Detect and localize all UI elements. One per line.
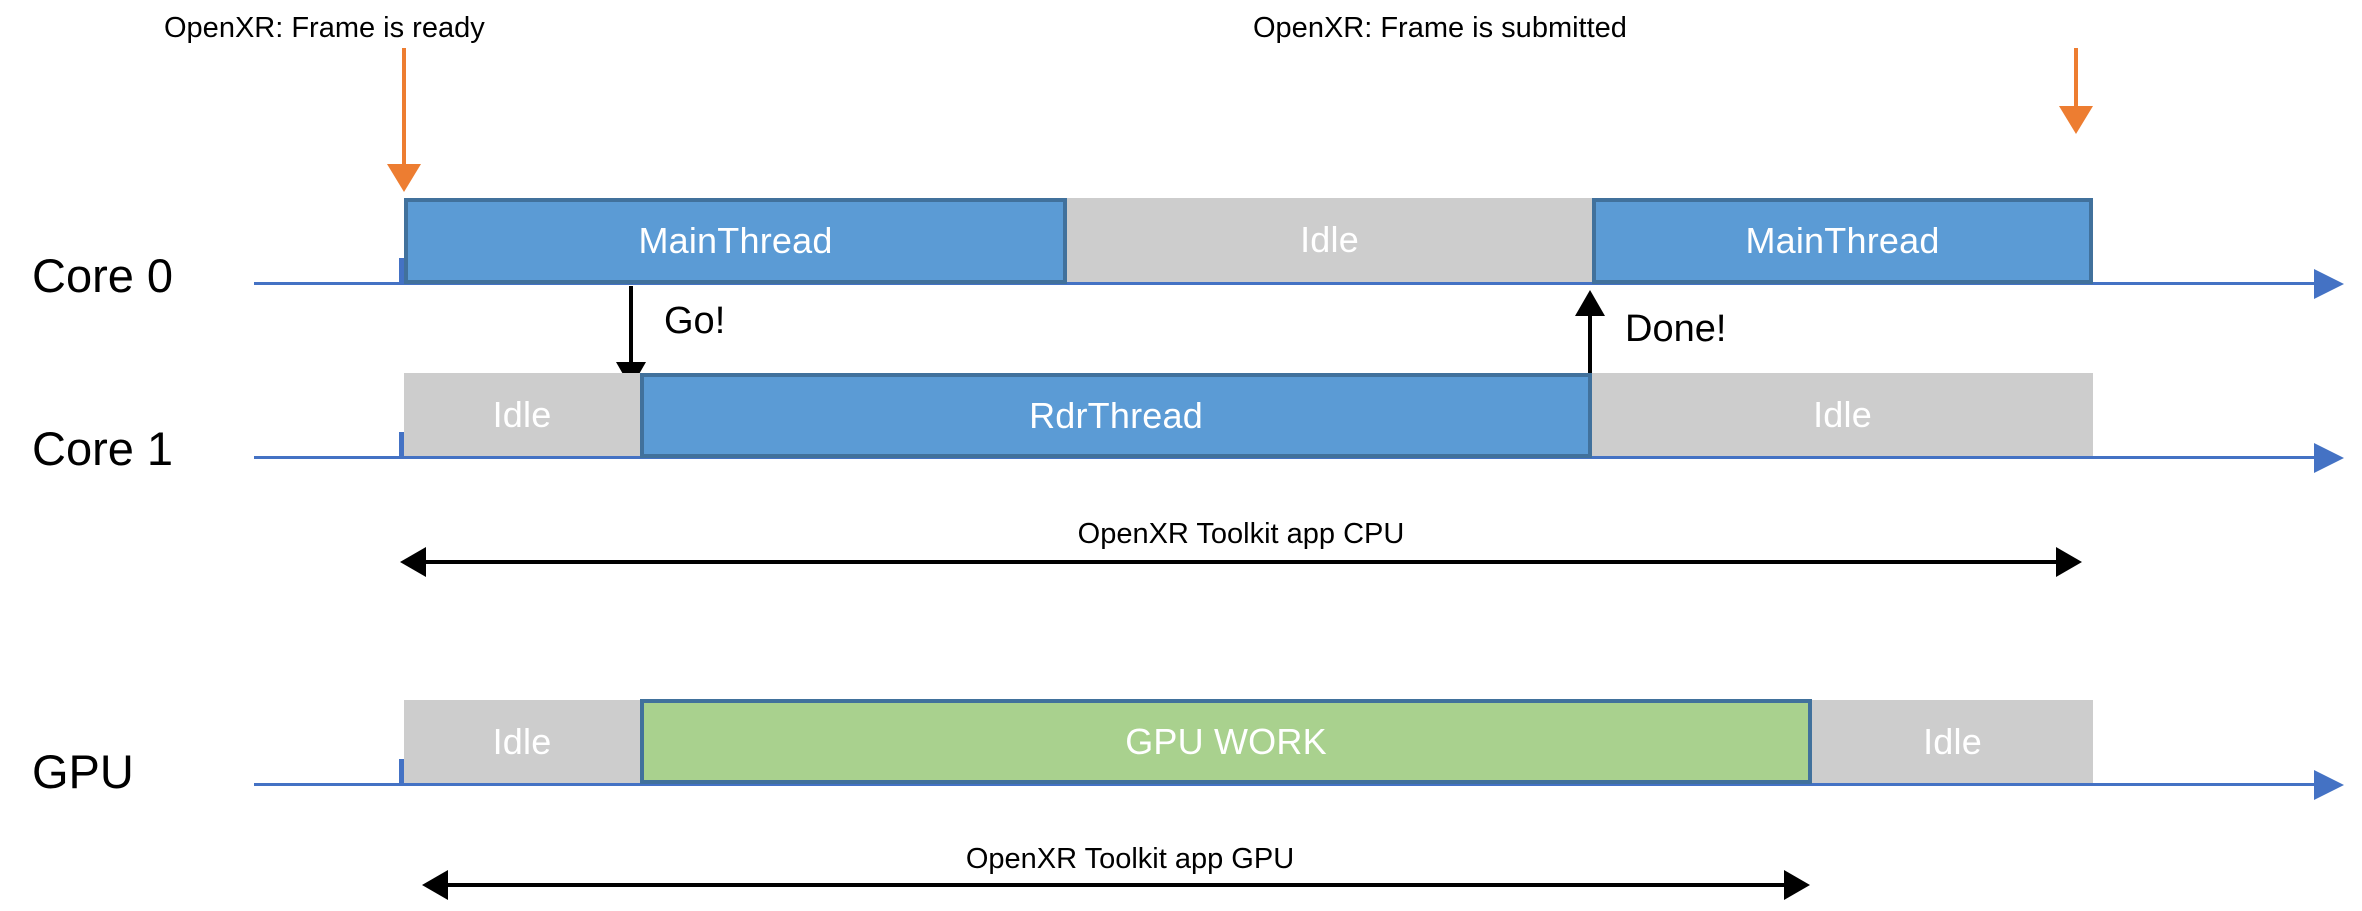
event-label-frame-ready: OpenXR: Frame is ready (164, 12, 485, 44)
axis-arrowhead-core0 (2314, 269, 2344, 299)
block-gpu-idle-1: Idle (404, 700, 640, 783)
tick-core0-start (399, 258, 406, 284)
block-label: RdrThread (1029, 394, 1203, 436)
block-core0-mainthread-2: MainThread (1592, 198, 2093, 284)
axis-line-core0 (254, 282, 2314, 285)
block-label: Idle (1300, 219, 1359, 260)
signal-stem-done (1588, 316, 1592, 378)
span-arrowhead-right-cpu (2056, 547, 2082, 577)
event-label-frame-submitted: OpenXR: Frame is submitted (1253, 12, 1627, 44)
block-gpu-work: GPU WORK (640, 699, 1812, 784)
row-label-core0: Core 0 (32, 249, 174, 302)
block-core1-idle-2: Idle (1592, 373, 2093, 456)
block-core0-mainthread-1: MainThread (404, 198, 1067, 284)
row-label-gpu: GPU (32, 745, 134, 798)
signal-arrowhead-done (1575, 290, 1605, 316)
signal-stem-go (629, 286, 633, 366)
event-stem-frame-submitted (2074, 48, 2078, 108)
event-arrowhead-frame-submitted (2059, 106, 2093, 134)
block-label: MainThread (638, 220, 833, 261)
span-line-cpu (424, 560, 2060, 564)
row-label-core1: Core 1 (32, 422, 174, 475)
axis-line-gpu (254, 783, 2314, 786)
span-arrowhead-left-cpu (400, 547, 426, 577)
signal-label-go: Go! (664, 300, 726, 342)
block-label: Idle (492, 720, 552, 762)
block-label: Idle (1923, 720, 1982, 762)
block-core1-rdrthread: RdrThread (640, 373, 1592, 458)
signal-label-done: Done! (1625, 308, 1727, 350)
block-core1-idle-1: Idle (404, 373, 640, 456)
block-gpu-idle-2: Idle (1812, 700, 2093, 783)
event-arrowhead-frame-ready (387, 164, 421, 192)
block-core0-idle-1: Idle (1067, 198, 1592, 282)
span-arrowhead-left-gpu (422, 870, 448, 900)
span-label-cpu: OpenXR Toolkit app CPU (1077, 518, 1405, 550)
block-label: MainThread (1745, 220, 1940, 261)
span-line-gpu (446, 883, 1788, 887)
tick-core1-start (399, 432, 406, 458)
tick-gpu-start (399, 759, 406, 785)
axis-arrowhead-core1 (2314, 443, 2344, 473)
block-label: Idle (1813, 393, 1872, 435)
block-label: Idle (492, 393, 552, 435)
span-label-gpu: OpenXR Toolkit app GPU (965, 843, 1295, 875)
axis-arrowhead-gpu (2314, 770, 2344, 800)
event-stem-frame-ready (402, 48, 406, 166)
block-label: GPU WORK (1125, 720, 1327, 762)
span-arrowhead-right-gpu (1784, 870, 1810, 900)
